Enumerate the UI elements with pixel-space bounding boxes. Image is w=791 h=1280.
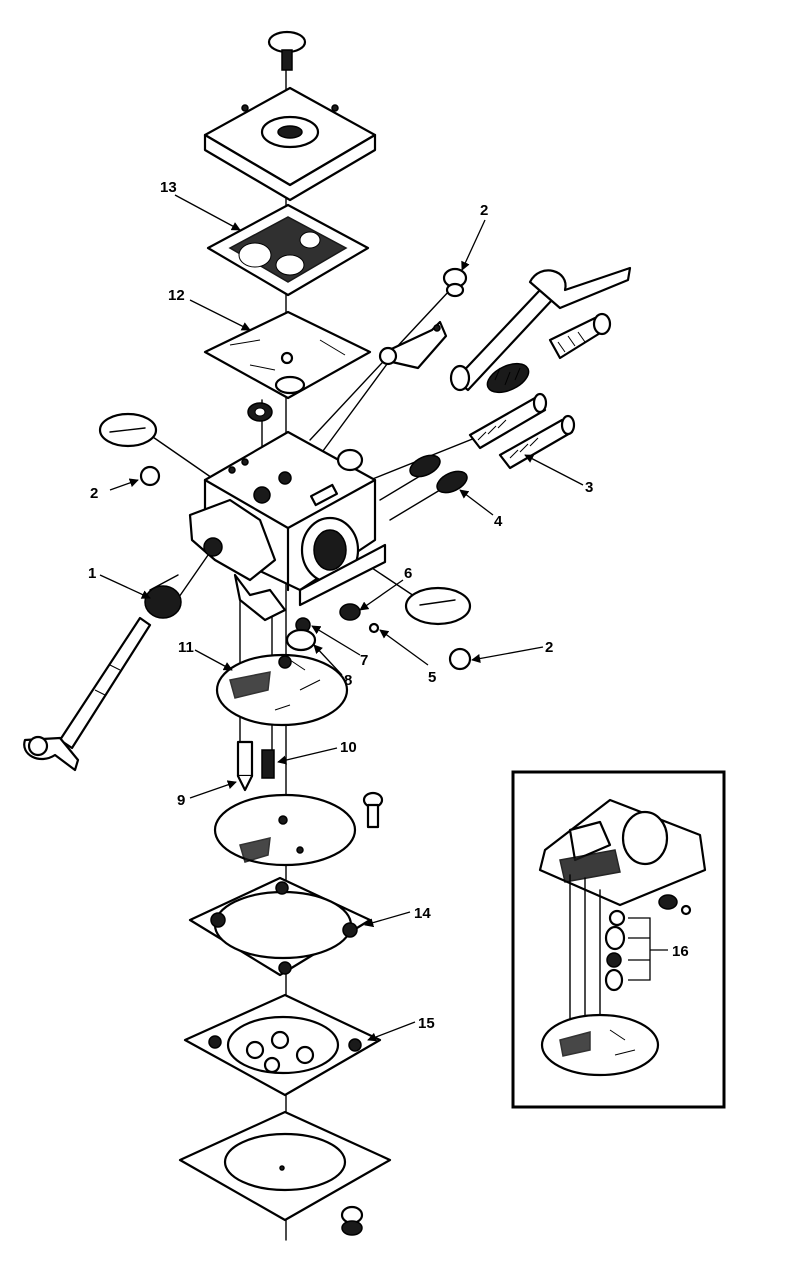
pump-cover: [203, 86, 377, 202]
callout-6: 6: [404, 565, 412, 582]
callout-10: 10: [340, 739, 357, 756]
callout-7: 7: [360, 652, 368, 669]
callout-16: 16: [672, 943, 689, 960]
metering-diaphragm: [213, 793, 357, 867]
callout-leaders: [99, 194, 584, 1042]
callout-13: 13: [160, 179, 177, 196]
callout-11: 11: [178, 639, 194, 656]
callout-2-right: 2: [545, 639, 553, 656]
callout-14: 14: [414, 905, 431, 922]
callout-3: 3: [585, 479, 593, 496]
detail-inset: [511, 770, 726, 1109]
gasket-14: [188, 876, 372, 977]
callout-1: 1: [88, 565, 96, 582]
small-part-6: [339, 603, 361, 621]
throttle-lever-arm: [378, 320, 448, 370]
screw-2-top: [442, 267, 468, 298]
inlet-needle-9: [236, 740, 254, 792]
cover-screw: [267, 30, 307, 71]
needle-spring-upper: [409, 454, 441, 478]
callout-4: 4: [494, 513, 503, 530]
welch-plug-left: [98, 412, 161, 487]
callout-labels: 13 12 2 2 3 4 1 6 2 7 8 5 11 10 9 14 15 …: [88, 179, 689, 1032]
callout-5: 5: [428, 669, 436, 686]
diaphragm-screw: [362, 791, 384, 829]
pump-gasket-13: [206, 203, 370, 297]
low-speed-needle: [468, 392, 548, 450]
metering-plate-11: [215, 653, 349, 727]
welch-plug-right: [404, 586, 472, 671]
callout-8: 8: [344, 672, 352, 689]
throttle-return-spring-1: [144, 574, 182, 619]
diaphragm-15: [183, 993, 382, 1097]
callout-9: 9: [177, 792, 185, 809]
high-speed-needle-3: [498, 414, 576, 470]
metering-cover: [178, 1110, 392, 1222]
callout-2-left: 2: [90, 485, 98, 502]
choke-shaft-lever: [449, 266, 632, 392]
small-part-8: [285, 628, 317, 652]
inlet-needle-spring: [247, 402, 273, 422]
callout-2-top: 2: [480, 202, 488, 219]
bottom-screw: [340, 1205, 364, 1236]
limiter-cap-screw: [548, 312, 612, 360]
metering-spring-10: [261, 749, 275, 779]
pump-diaphragm-12: [203, 310, 372, 400]
callout-15: 15: [418, 1015, 435, 1032]
carburetor-body: [188, 430, 387, 622]
idle-spring: [486, 362, 530, 394]
needle-spring-4: [436, 470, 468, 494]
small-part-5: [368, 622, 380, 634]
callout-12: 12: [168, 287, 185, 304]
throttle-shaft: [23, 616, 152, 772]
